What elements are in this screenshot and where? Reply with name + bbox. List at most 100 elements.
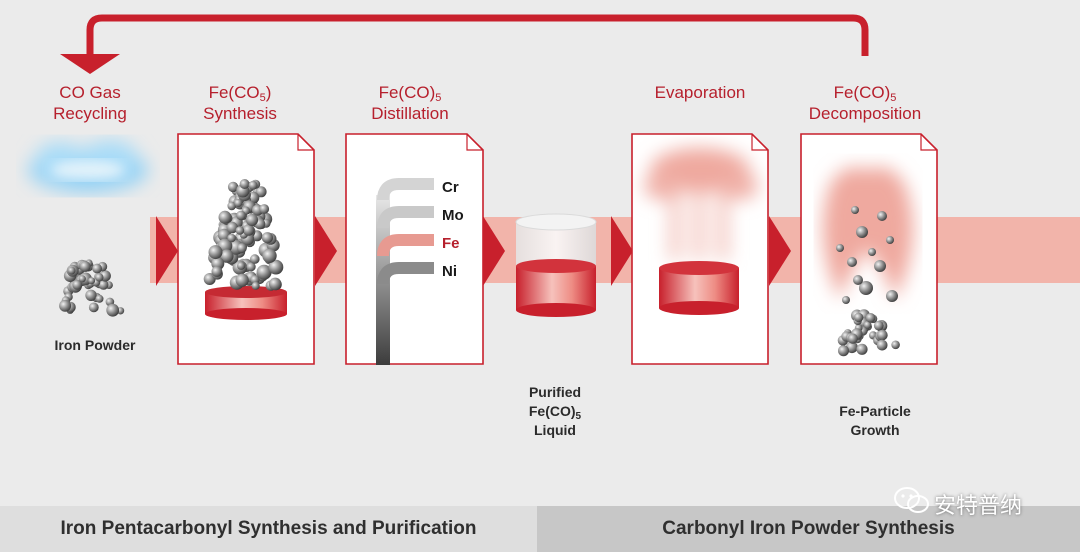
particle <box>239 179 250 189</box>
decomposition-label-line2: Decomposition <box>808 104 922 123</box>
particle <box>85 289 97 301</box>
particle <box>853 275 863 285</box>
decomposition-label-line1: Fe(CO)5 <box>833 83 897 104</box>
particle <box>88 302 99 313</box>
evaporation-cylinder-icon <box>659 261 739 315</box>
footer-right-title: Carbonyl Iron Powder Synthesis <box>662 518 955 539</box>
particle <box>868 248 876 256</box>
distillation-label-line2: Distillation <box>371 104 449 123</box>
metal-cr: Cr <box>442 179 459 196</box>
particle <box>268 277 282 291</box>
particle <box>248 180 258 190</box>
particle <box>227 233 236 243</box>
particle <box>106 303 120 317</box>
flow-arrow-icon <box>483 216 505 286</box>
particle <box>246 262 256 272</box>
particle <box>886 290 898 302</box>
distillation-panel <box>345 133 484 365</box>
particle <box>853 312 864 323</box>
particle <box>234 198 243 208</box>
fe-particle-growth-caption: Fe-Particle Growth <box>815 402 935 440</box>
flow-arrow-icon <box>156 216 178 286</box>
particle <box>226 221 238 234</box>
synthesis-label: Fe(CO5) Synthesis <box>190 82 290 124</box>
particle <box>220 249 234 263</box>
purified-liquid-beaker-icon <box>515 213 597 317</box>
footer-left-title: Iron Pentacarbonyl Synthesis and Purific… <box>60 518 477 539</box>
particle <box>67 266 76 275</box>
particle <box>262 248 277 263</box>
particle <box>242 224 255 236</box>
particle <box>847 333 858 344</box>
particle <box>859 281 873 295</box>
metal-ni: Ni <box>442 263 457 280</box>
particle <box>72 279 83 290</box>
metal-fe: Fe <box>442 235 460 252</box>
particle <box>873 320 884 331</box>
particle <box>237 261 246 270</box>
particle <box>268 259 284 275</box>
fe-particle-caption-line2: Growth <box>850 422 900 438</box>
iron-particle-cluster-icon <box>203 179 284 291</box>
particle <box>851 206 859 214</box>
footer-right-section: Carbonyl Iron Powder Synthesis <box>537 506 1080 552</box>
fe-particle-caption-line1: Fe-Particle <box>839 403 911 419</box>
particle <box>92 263 102 274</box>
wechat-icon <box>894 487 929 513</box>
co-gas-label-line2: Recycling <box>53 104 127 123</box>
fe-particle-growth-icon <box>836 206 900 357</box>
particle <box>251 281 260 290</box>
particle <box>856 226 868 238</box>
particle <box>79 261 91 272</box>
particle <box>211 266 223 277</box>
particle <box>836 244 844 252</box>
evaporation-label-line1: Evaporation <box>654 83 746 102</box>
particle <box>877 329 888 341</box>
particle <box>95 273 104 282</box>
particle <box>865 313 876 323</box>
particle <box>874 260 886 272</box>
co-gas-recycling-label: CO Gas Recycling <box>40 82 140 124</box>
particle <box>876 339 888 351</box>
particle <box>218 210 232 224</box>
distillation-column-icon <box>376 178 434 365</box>
evaporation-label: Evaporation <box>640 82 760 103</box>
particle <box>95 294 104 303</box>
flow-arrow-icon <box>315 216 337 286</box>
footer-left-section: Iron Pentacarbonyl Synthesis and Purific… <box>0 506 537 552</box>
metal-mo: Mo <box>442 207 464 224</box>
purified-caption-line3: Liquid <box>534 422 576 438</box>
co-gas-label-line1: CO Gas <box>59 83 121 102</box>
vapor-cloud-icon <box>644 148 758 260</box>
particle <box>236 210 246 221</box>
decomposition-plume-icon <box>822 167 913 300</box>
particle <box>847 257 857 267</box>
particle <box>259 204 270 214</box>
particle <box>245 213 259 226</box>
recycle-arrow-head <box>60 54 120 74</box>
particle <box>863 321 872 329</box>
decomposition-label: Fe(CO)5 Decomposition <box>800 82 930 124</box>
watermark-text: 安特普纳 <box>934 494 1023 519</box>
synthesis-label-line2: Synthesis <box>203 104 277 123</box>
particle <box>88 277 96 285</box>
particle <box>227 181 239 193</box>
particle <box>78 275 86 283</box>
iron-powder-pile-icon <box>59 259 125 317</box>
particle <box>235 273 249 287</box>
particle <box>856 343 868 355</box>
particle <box>250 275 260 285</box>
particle <box>877 211 887 221</box>
distillation-label-line1: Fe(CO)5 <box>378 83 442 104</box>
iron-powder-caption: Iron Powder <box>54 337 136 353</box>
purified-caption-line2: Fe(CO)5 <box>528 403 582 422</box>
particle <box>98 279 109 290</box>
particle <box>227 201 236 211</box>
particle <box>842 296 850 304</box>
recycle-arrow <box>86 14 869 56</box>
particle <box>208 245 223 260</box>
purified-caption-line1: Purified <box>528 384 582 400</box>
particle <box>235 226 245 235</box>
